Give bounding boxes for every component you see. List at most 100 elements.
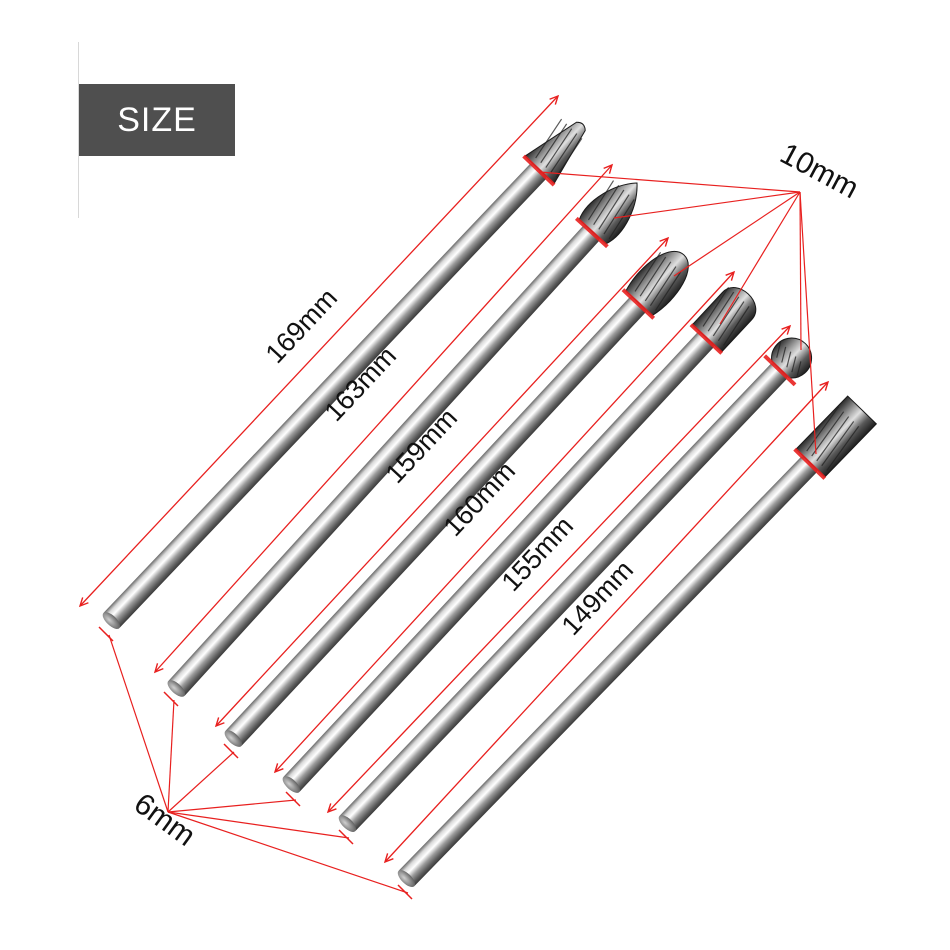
arrow-head xyxy=(549,94,560,105)
left-edge-rule xyxy=(78,42,79,218)
rod-flute xyxy=(786,351,792,368)
dimension-lines xyxy=(78,94,830,900)
size-badge-text: SIZE xyxy=(117,100,197,139)
shank-diameter-leader xyxy=(167,751,235,813)
rod-flute xyxy=(821,421,855,467)
arrow-head xyxy=(78,597,89,608)
rod-flute xyxy=(712,296,740,337)
arrow-head xyxy=(153,663,164,674)
head-diameter-band xyxy=(522,154,556,187)
shank-diameter-tick xyxy=(98,626,114,642)
head-diameter-leader xyxy=(799,191,817,455)
head-diameter-band xyxy=(575,216,609,249)
head-diameter-band xyxy=(689,323,724,355)
burr-rod xyxy=(102,118,586,629)
shank-diameter-leader xyxy=(167,699,175,813)
rod-flute xyxy=(707,291,735,332)
shank-diameter-leader xyxy=(108,634,169,813)
head-diameter-band xyxy=(793,447,827,480)
shank-diameter-leader xyxy=(167,811,409,894)
arrow-head xyxy=(603,163,614,174)
arrow-head xyxy=(819,380,830,391)
rod-flute xyxy=(593,184,620,225)
head-diameter-leader xyxy=(613,191,801,219)
rod-end xyxy=(282,776,301,793)
rod-flute xyxy=(655,271,682,311)
arrow-head xyxy=(781,324,792,335)
length-dimension-line xyxy=(215,237,669,727)
rod-shank xyxy=(398,456,818,887)
length-dimension-line xyxy=(154,164,613,673)
arrow-head xyxy=(273,763,284,774)
length-dimension-line xyxy=(79,95,559,607)
rod-flute xyxy=(535,118,563,159)
rod-flute xyxy=(550,133,578,173)
rod-flute xyxy=(598,189,625,230)
rod-shank xyxy=(283,332,714,793)
rod-flute xyxy=(649,266,677,307)
rod-shank xyxy=(339,363,788,832)
arrow-head xyxy=(326,803,337,814)
arrow-head xyxy=(214,717,225,728)
burr-rod xyxy=(282,286,757,793)
head-diameter-leader xyxy=(538,171,801,193)
rod-end xyxy=(338,815,357,832)
rod-flute xyxy=(811,411,845,457)
arrow-head xyxy=(383,853,394,864)
shank-diameter-tick xyxy=(397,884,413,900)
rod-flute xyxy=(634,251,662,292)
shank-diameter-label: 6mm xyxy=(128,787,201,853)
length-dimension-line xyxy=(274,271,735,773)
rod-flute xyxy=(776,341,782,358)
rod-end xyxy=(397,870,416,888)
shank-diameter-leader xyxy=(167,799,297,813)
burr-rod xyxy=(338,337,813,832)
head-diameter-label: 10mm xyxy=(775,137,864,205)
burr-rod xyxy=(397,395,878,888)
rod-flute xyxy=(587,180,615,221)
head-diameter-leader xyxy=(799,191,802,351)
rod-end xyxy=(167,680,186,697)
rod-flute xyxy=(826,425,860,471)
rod-flute xyxy=(816,416,850,462)
burr-rod xyxy=(167,180,638,697)
shank-diameter-tick xyxy=(285,791,301,807)
length-dimension-line xyxy=(384,381,829,863)
length-dimension-line xyxy=(327,325,791,813)
rod-shank xyxy=(225,297,646,747)
rod-flute xyxy=(545,128,573,168)
burr-rod xyxy=(224,250,689,747)
rod-flute xyxy=(639,256,667,297)
head-diameter-band xyxy=(763,354,797,387)
rod-flute xyxy=(723,306,750,346)
head-diameter-band xyxy=(621,288,656,320)
rod-end xyxy=(224,730,243,747)
head-diameter-leader xyxy=(673,191,801,277)
rod-flute xyxy=(555,138,583,178)
shank-diameter-tick xyxy=(163,691,179,707)
rod-shank xyxy=(168,225,600,697)
rod-flute xyxy=(796,361,802,378)
shank-diameter-tick xyxy=(338,829,354,845)
rod-end xyxy=(102,612,121,629)
shank-diameter-leader xyxy=(167,811,350,839)
rod-flute xyxy=(702,286,730,327)
size-badge: SIZE xyxy=(79,84,235,156)
rod-flute xyxy=(717,301,745,342)
shank-diameter-tick xyxy=(223,743,239,759)
arrow-head xyxy=(659,236,670,247)
rod-flute xyxy=(608,199,635,240)
rod-flute xyxy=(540,123,568,164)
rod-shank xyxy=(103,163,547,629)
rod-flute xyxy=(781,346,787,363)
head-diameter-leader xyxy=(719,191,801,325)
burr-rods xyxy=(102,118,878,888)
rod-flute xyxy=(806,406,840,452)
rod-flute xyxy=(791,356,797,373)
arrow-head xyxy=(725,270,736,281)
rod-cutter-head xyxy=(578,182,638,245)
length-label-1: 169mm xyxy=(260,283,343,369)
rod-flute xyxy=(644,261,672,302)
rod-flute xyxy=(603,194,630,235)
